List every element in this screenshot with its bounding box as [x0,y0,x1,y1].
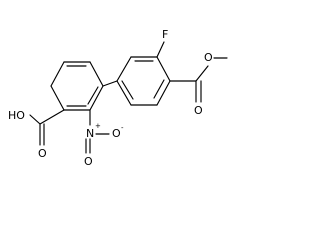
fluoro-bond [156,41,165,58]
ester-ether-oxygen-label: O [204,51,213,64]
right-ring-bond-6 [116,80,132,106]
biaryl-bond [102,80,118,87]
nitro-group: N + O - O [84,109,124,168]
ester-carbonyl-oxygen-label: O [194,104,203,117]
nitro-positive-charge: + [95,122,101,130]
chemical-structure-diagram: F O O HO O N + O - [8,28,228,168]
right-ring-inner-double-left [121,80,134,100]
right-ring-bond-3 [156,56,171,82]
ester-oxygen-bond [195,65,209,82]
right-ring-bond-4 [156,80,171,106]
fluorine-label: F [162,28,168,41]
nitro-negative-charge: - [121,124,124,132]
nitro-oxygen-bottom-label: O [84,155,93,168]
acid-carbonyl-oxygen-label: O [38,147,47,160]
right-ring-inner-double-right [153,79,165,99]
left-ring-bond-4 [50,61,65,87]
nitro-nitrogen-label: N [86,127,94,140]
methyl-ester-group: O O [169,51,228,117]
right-ring-bond-1 [116,56,132,82]
left-ring-bond-1 [89,85,104,111]
right-benzene-ring [116,56,171,106]
carboxylic-acid-group: HO O [8,109,65,160]
left-benzene-ring [50,61,104,111]
left-ring-bond-6 [89,61,104,87]
left-ring-inner-double-right [87,86,99,105]
molecule-svg: F O O HO O N + O - [8,28,228,168]
acid-hydroxyl-bond [29,114,41,125]
nitro-oxygen-right-label: O [112,127,121,140]
acid-carbon-bond [39,109,65,125]
hydroxyl-label: HO [8,109,25,122]
left-ring-bond-3 [50,85,65,111]
